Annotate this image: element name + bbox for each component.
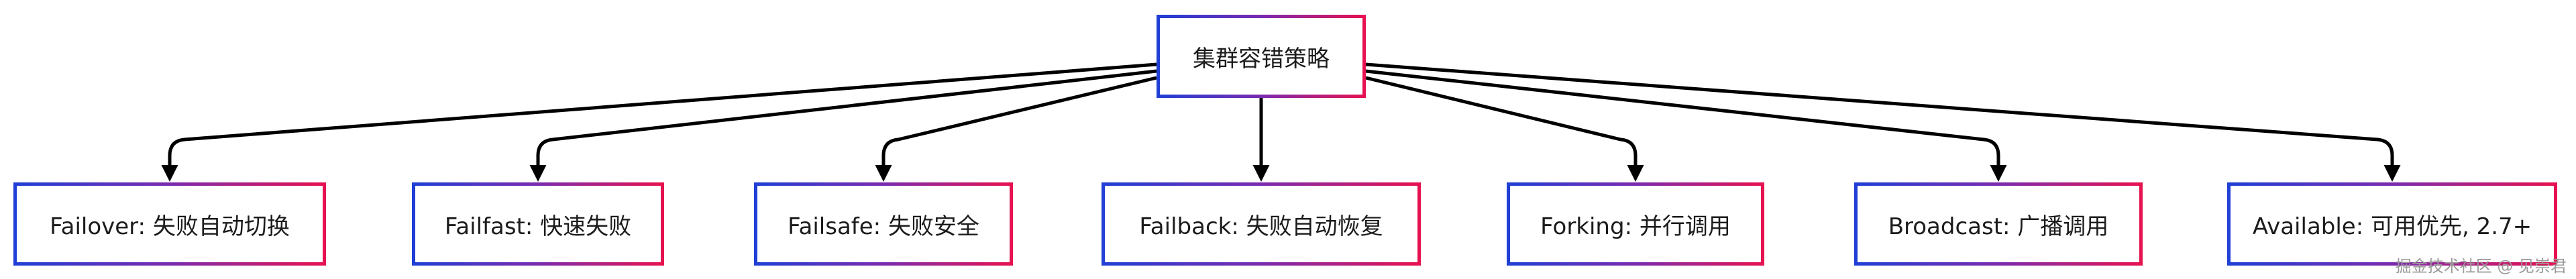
edge-available: [1365, 62, 2401, 182]
edge-failfast: [529, 69, 1157, 182]
root-node-label: 集群容错策略: [1193, 45, 1330, 72]
watermark: 掘金技术社区 @ 见崇君: [2395, 257, 2567, 276]
child-node-failsafe: Failsafe: 失败安全: [754, 182, 1013, 266]
root-node: 集群容错策略: [1157, 15, 1366, 98]
child-node-failfast: Failfast: 快速失败: [412, 182, 664, 266]
edge-failsafe: [875, 76, 1157, 182]
edge-failover: [161, 62, 1157, 182]
child-node-failfast-label: Failfast: 快速失败: [444, 213, 632, 240]
child-node-forking: Forking: 并行调用: [1507, 182, 1764, 266]
child-node-failback-label: Failback: 失败自动恢复: [1139, 213, 1383, 240]
child-node-forking-label: Forking: 并行调用: [1540, 213, 1731, 240]
child-node-failover-label: Failover: 失败自动切换: [50, 213, 290, 240]
edges: [161, 62, 2401, 182]
edge-broadcast: [1365, 69, 2007, 182]
edge-forking: [1365, 76, 1644, 182]
child-node-broadcast-label: Broadcast: 广播调用: [1888, 213, 2109, 240]
child-node-broadcast: Broadcast: 广播调用: [1854, 182, 2143, 266]
child-node-failsafe-label: Failsafe: 失败安全: [788, 213, 979, 240]
child-node-failback: Failback: 失败自动恢复: [1102, 182, 1421, 266]
child-node-failover: Failover: 失败自动切换: [13, 182, 326, 266]
child-node-available-label: Available: 可用优先, 2.7+: [2252, 213, 2532, 240]
child-node-available: Available: 可用优先, 2.7+: [2227, 182, 2557, 266]
